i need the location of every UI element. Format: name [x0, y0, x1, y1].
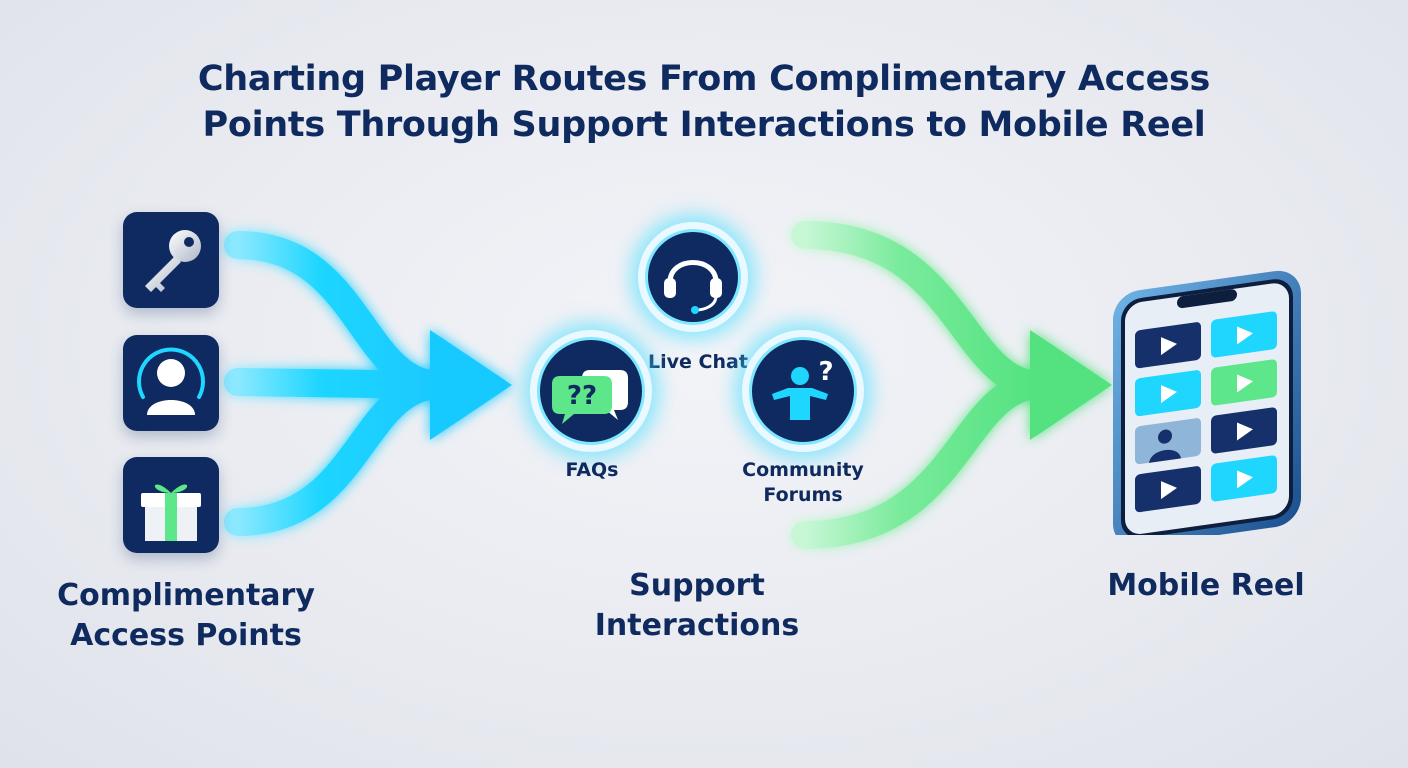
svg-text:?: ?: [818, 357, 833, 387]
user-tile: [123, 335, 219, 431]
forums-label-line-2: Forums: [763, 484, 843, 506]
support-section-label: Support Interactions: [560, 566, 834, 646]
access-label-line-1: Complimentary: [57, 578, 315, 613]
chat-bubbles-icon: ??: [552, 370, 628, 424]
title-line-2: Points Through Support Interactions to M…: [202, 105, 1206, 145]
mobile-section-label: Mobile Reel: [1107, 568, 1305, 603]
title-line-1: Charting Player Routes From Complimentar…: [197, 59, 1211, 99]
headset-icon: [664, 260, 722, 314]
svg-text:??: ??: [567, 381, 597, 411]
mobile-phone-icon: [1113, 270, 1301, 535]
user-icon: [137, 347, 205, 415]
support-label-line-2: Interactions: [594, 608, 800, 643]
access-section-label: Complimentary Access Points: [40, 576, 332, 656]
gift-icon: [141, 484, 201, 541]
live-chat-node: [638, 222, 748, 332]
faqs-node: ??: [530, 330, 652, 452]
mobile-flow: [791, 221, 1112, 549]
person-question-icon: ?: [772, 357, 834, 420]
faqs-label: FAQs: [565, 459, 619, 481]
gift-tile: [123, 457, 219, 553]
forums-label-line-1: Community: [742, 459, 864, 481]
key-tile: [123, 212, 219, 308]
forums-label: Community Forums: [718, 458, 888, 508]
live-chat-label: Live Chat: [648, 351, 748, 373]
forums-node: ?: [742, 330, 864, 452]
access-flow: [224, 231, 512, 536]
key-icon: [145, 230, 201, 292]
access-label-line-2: Access Points: [70, 618, 302, 653]
support-label-line-1: Support: [629, 568, 765, 603]
diagram-title: Charting Player Routes From Complimentar…: [0, 56, 1408, 148]
video-grid: [1135, 311, 1277, 513]
